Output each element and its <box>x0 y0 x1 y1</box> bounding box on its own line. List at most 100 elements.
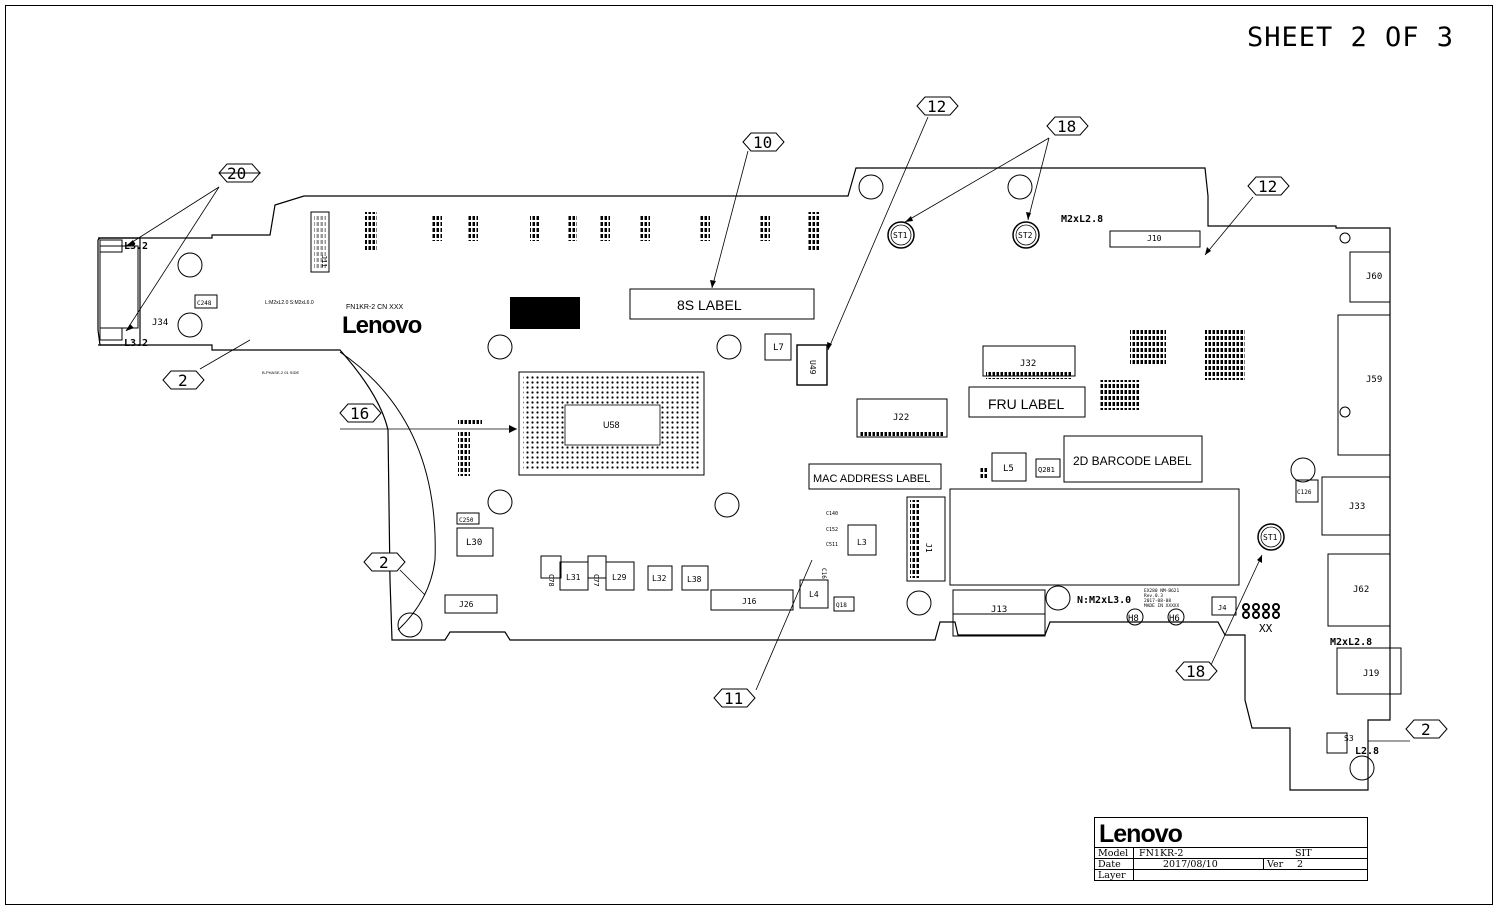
j34-label: J34 <box>152 318 168 328</box>
l38-label: L38 <box>687 575 702 584</box>
screw-note: L3.2 <box>124 241 148 252</box>
j19-outline <box>1336 647 1402 695</box>
mounting-hole <box>1290 457 1316 483</box>
title-row-model: Model FN1KR-2 SIT <box>1095 847 1367 859</box>
screw-note: M2xL2.8 <box>1061 214 1103 225</box>
c16-label: C16 <box>820 568 827 579</box>
h6-label: H6 <box>1169 614 1180 624</box>
pcb-mark-line: EX280 NM-B621 <box>1144 588 1180 594</box>
mounting-hole <box>177 312 203 338</box>
c140-label: C140 <box>826 511 838 517</box>
s3-label: S3 <box>1344 734 1354 743</box>
mounting-hole <box>1339 406 1351 418</box>
ver-value: 2 <box>1297 859 1304 870</box>
mounting-hole <box>177 252 203 278</box>
callout-number: 12 <box>1258 177 1277 196</box>
j13-label: J13 <box>991 605 1007 615</box>
l5-label: L5 <box>1003 464 1014 474</box>
j62-label: J62 <box>1353 585 1369 595</box>
pcb-mark-line: Rev.0.3 <box>1144 593 1163 599</box>
board-arc <box>339 351 436 631</box>
model-label: Model <box>1098 848 1129 859</box>
u49-label: U49 <box>808 360 817 375</box>
board-outline <box>97 167 1391 791</box>
j59-outline <box>1337 314 1391 456</box>
c78-label: C78 <box>547 574 555 587</box>
label-mac: MAC ADDRESS LABEL <box>813 473 930 485</box>
screw-note: M2xL2.8 <box>1330 637 1372 648</box>
st1-label: ST1 <box>893 231 908 240</box>
j60-outline <box>1349 251 1391 303</box>
j10-outline <box>1109 230 1201 248</box>
label-2d: 2D BARCODE LABEL <box>1073 454 1192 468</box>
mounting-hole <box>714 492 740 518</box>
c77-label: C77 <box>592 574 600 587</box>
date-label: Date <box>1098 859 1121 870</box>
drawing-frame <box>5 5 1493 905</box>
c511-label: C511 <box>826 542 838 548</box>
callout-number: 2 <box>1421 720 1431 739</box>
label-fru-box <box>968 386 1086 418</box>
m2-slot-outline <box>949 488 1240 586</box>
u58-label: U58 <box>603 420 620 430</box>
mounting-hole <box>906 590 932 616</box>
callout-number: 18 <box>1186 662 1205 681</box>
screw-note: N:M2xL3.0 <box>1077 595 1131 606</box>
j1-label: J1 <box>924 543 933 553</box>
title-block-logo: Lenovo <box>1099 820 1183 848</box>
sheet-type: SIT <box>1295 848 1312 859</box>
chip-marking <box>510 297 580 329</box>
callout-number: 2 <box>379 553 389 572</box>
board-logo: Lenovo <box>342 312 422 339</box>
mounting-hole <box>858 174 884 200</box>
l31-label: L31 <box>566 573 581 582</box>
mounting-hole <box>487 489 513 515</box>
st1-label: ST1 <box>1263 533 1278 542</box>
j60-label: J60 <box>1366 272 1382 282</box>
callout-shape <box>218 163 262 183</box>
j26-label: J26 <box>459 600 474 609</box>
h8-label: H8 <box>1128 614 1139 624</box>
j22-label: J22 <box>893 413 909 423</box>
j10-label: J10 <box>1147 234 1162 243</box>
label-2d-box <box>1063 435 1203 483</box>
j1-outline <box>906 496 946 582</box>
screw-note: L2.8 <box>1355 746 1379 757</box>
j59-label: J59 <box>1366 375 1382 385</box>
q18-label: Q18 <box>836 602 847 609</box>
model-value: FN1KR-2 <box>1139 848 1184 859</box>
screw-note: L3.2 <box>124 338 148 349</box>
ver-label: Ver <box>1267 859 1284 870</box>
j34-shell <box>99 245 139 329</box>
c250-label: C250 <box>459 517 474 524</box>
cpu-outline <box>518 371 705 476</box>
l3-label: L3 <box>857 538 867 547</box>
j32-label: J32 <box>1020 359 1036 369</box>
l4-label: L4 <box>809 590 819 599</box>
callout-number: 20 <box>227 164 246 183</box>
c126-label: C126 <box>1297 489 1312 496</box>
callout-number: 2 <box>178 371 188 390</box>
j33-label: J33 <box>1349 502 1365 512</box>
l29-label: L29 <box>612 573 627 582</box>
c152-label: C152 <box>826 527 838 533</box>
j11-outline <box>310 211 330 273</box>
pcb-mark-line: 2017-08-08 <box>1144 598 1171 604</box>
l7-label: L7 <box>773 343 784 353</box>
callout-number: 12 <box>927 97 946 116</box>
mounting-hole <box>1339 232 1351 244</box>
l30-label: L30 <box>466 538 482 548</box>
label-8s: 8S LABEL <box>677 297 742 313</box>
mounting-hole <box>487 334 513 360</box>
j11-label: J11 <box>320 255 328 268</box>
mounting-hole <box>1007 174 1033 200</box>
title-row-date: Date 2017/08/10 Ver 2 <box>1095 858 1367 870</box>
title-block: Lenovo Model FN1KR-2 SIT Date 2017/08/10… <box>1094 817 1368 881</box>
connector-bracket <box>98 237 141 346</box>
m2-note: L:M2xL2.0 S:M2xL6.0 <box>265 300 314 306</box>
c248-label: C248 <box>197 300 212 307</box>
cpu-die <box>564 404 661 446</box>
q281-label: Q281 <box>1038 466 1055 474</box>
j19-label: J19 <box>1363 669 1379 679</box>
